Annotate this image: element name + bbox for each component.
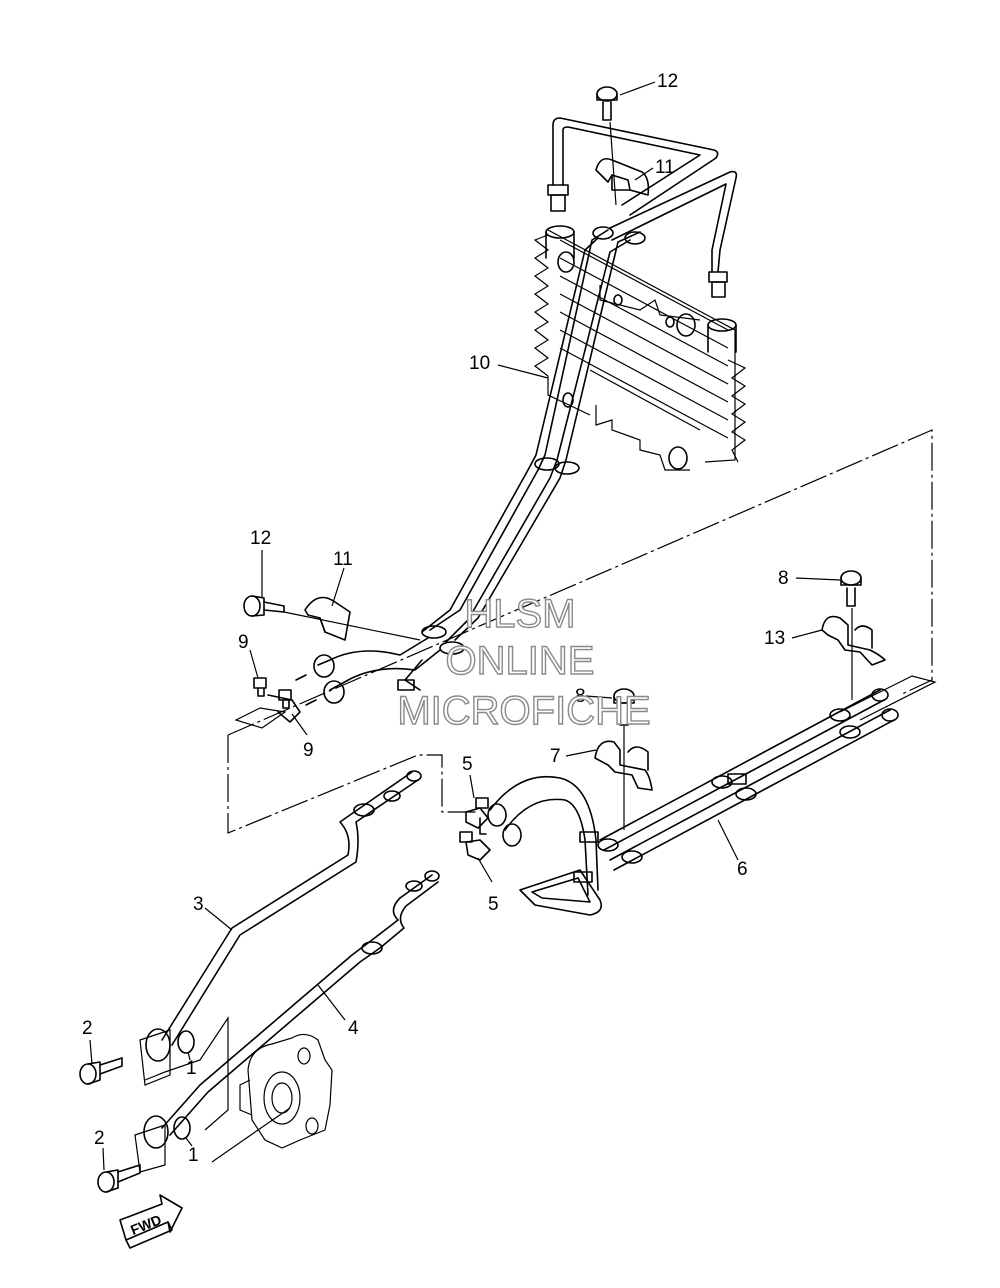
clamp-7 <box>594 740 653 791</box>
callout-5-upper: 5 <box>462 754 473 775</box>
bolt-leader <box>283 611 421 641</box>
callout-11-upper: 11 <box>655 157 675 178</box>
callout-1-lower: 1 <box>188 1145 199 1166</box>
callout-8-right: 8 <box>778 568 789 589</box>
bolt-12-left <box>243 595 285 617</box>
mount-hole <box>676 313 696 337</box>
watermark-line-1: HLSM <box>464 592 575 636</box>
callout-12-upper: 12 <box>657 71 678 92</box>
bolt-2-upper <box>79 1057 123 1085</box>
clamp-5-upper <box>465 797 489 835</box>
bolt-8-right <box>840 570 862 607</box>
callout-1-upper: 1 <box>186 1058 197 1079</box>
o-ring-lower <box>173 1116 191 1140</box>
oil-pipe-6 <box>597 675 937 871</box>
callout-7: 7 <box>550 746 561 767</box>
callout-6: 6 <box>737 859 748 880</box>
center-hoses <box>487 775 603 916</box>
oil-cooler <box>533 225 747 471</box>
gasket-plate <box>234 707 287 729</box>
clamp-lower-left <box>304 596 351 641</box>
upper-oil-pipes <box>295 117 738 706</box>
reference-frame <box>227 429 933 834</box>
callout-5-lower: 5 <box>488 894 499 915</box>
clamp-13 <box>821 615 886 666</box>
leader-lines <box>89 81 841 1171</box>
bolt-8-center <box>613 688 635 726</box>
callout-2-upper: 2 <box>82 1018 93 1039</box>
bolt-12-upper <box>596 86 618 121</box>
callout-3: 3 <box>193 894 204 915</box>
oil-pipe-3 <box>145 770 422 1062</box>
cooler-port-right <box>707 318 737 353</box>
callout-2-lower: 2 <box>94 1128 105 1149</box>
callout-10: 10 <box>469 353 490 374</box>
watermark-line-3: MICROFICHE <box>397 689 650 733</box>
cooler-fins <box>533 234 747 463</box>
oil-pipe-4 <box>143 870 440 1149</box>
bolt-9-upper <box>253 677 267 697</box>
callout-labels: 12 11 10 12 11 9 9 8 13 8 7 5 5 6 3 4 2 … <box>82 71 789 1166</box>
mount-hole-lower <box>668 446 688 470</box>
clamp-5-lower <box>459 831 491 861</box>
cooler-port-left <box>545 225 575 273</box>
forward-direction-arrow: FWD <box>119 1194 183 1249</box>
bolt-9-lower <box>267 689 301 723</box>
callout-11-left: 11 <box>333 549 353 570</box>
callout-4: 4 <box>348 1018 359 1039</box>
callout-13: 13 <box>764 628 785 649</box>
o-ring-upper <box>177 1030 195 1054</box>
watermark-line-2: ONLINE <box>446 639 595 683</box>
engine-housing <box>239 1033 333 1149</box>
callout-8-center: 8 <box>575 686 586 707</box>
callout-9-lower: 9 <box>303 740 314 761</box>
watermark: HLSM ONLINE MICROFICHE <box>397 591 652 733</box>
callout-12-left: 12 <box>250 528 271 549</box>
callout-9-upper: 9 <box>238 632 249 653</box>
